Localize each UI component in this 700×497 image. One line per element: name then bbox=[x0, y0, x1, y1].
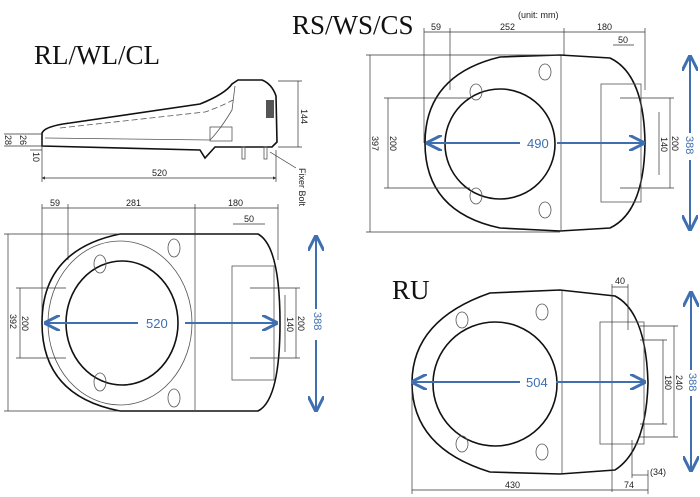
dim-side-144: 144 bbox=[299, 109, 309, 124]
dim-ru-240: 240 bbox=[674, 375, 684, 390]
dim-rs-388: 388 bbox=[683, 136, 695, 154]
top-view-rs: 59 252 180 50 397 200 140 200 388 490 bbox=[366, 22, 695, 233]
dim-ru-180: 180 bbox=[663, 375, 673, 390]
dim-rl-388: 388 bbox=[311, 312, 323, 330]
dim-rl-200-right: 200 bbox=[296, 316, 306, 331]
dim-rs-140: 140 bbox=[659, 137, 669, 152]
dim-rl-520-length: 520 bbox=[146, 316, 168, 331]
dim-rl-59: 59 bbox=[50, 198, 60, 208]
dim-side-520: 520 bbox=[152, 168, 167, 178]
dim-ru-34: (34) bbox=[650, 467, 666, 477]
dim-rl-140: 140 bbox=[285, 317, 295, 332]
title-rl-wl-cl: RL/WL/CL bbox=[34, 40, 160, 70]
dim-ru-74: 74 bbox=[624, 480, 634, 490]
dim-ru-40: 40 bbox=[615, 276, 625, 286]
dim-ru-430: 430 bbox=[505, 480, 520, 490]
dim-rs-252: 252 bbox=[500, 22, 515, 32]
dim-rs-200-left: 200 bbox=[388, 136, 398, 151]
dim-rl-180: 180 bbox=[228, 198, 243, 208]
dim-side-10: 10 bbox=[31, 152, 41, 162]
dim-rs-50: 50 bbox=[618, 35, 628, 45]
top-view-ru: 40 180 240 388 504 430 74 (34) bbox=[412, 276, 698, 494]
title-ru: RU bbox=[392, 275, 430, 305]
dim-rl-50: 50 bbox=[244, 214, 254, 224]
title-rs-ws-cs: RS/WS/CS bbox=[292, 10, 414, 40]
top-view-rl: 59 281 180 50 392 200 140 200 388 520 bbox=[4, 198, 323, 411]
dim-rl-200-left: 200 bbox=[20, 316, 30, 331]
side-view-rl: 144 520 28 26 10 Fixer Bolt bbox=[3, 79, 309, 207]
dim-rl-392: 392 bbox=[8, 314, 18, 329]
fixer-bolt-label: Fixer Bolt bbox=[297, 168, 307, 207]
dim-rs-397: 397 bbox=[370, 136, 380, 151]
dim-rs-200-right: 200 bbox=[670, 136, 680, 151]
dim-side-26: 26 bbox=[18, 135, 28, 145]
unit-label: (unit: mm) bbox=[518, 10, 559, 20]
dim-rs-490: 490 bbox=[527, 136, 549, 151]
dim-ru-504: 504 bbox=[526, 375, 548, 390]
dim-rs-59: 59 bbox=[431, 22, 441, 32]
dim-ru-388: 388 bbox=[686, 373, 698, 391]
dim-rs-180: 180 bbox=[597, 22, 612, 32]
dim-rl-281: 281 bbox=[126, 198, 141, 208]
dim-side-28: 28 bbox=[3, 135, 13, 145]
